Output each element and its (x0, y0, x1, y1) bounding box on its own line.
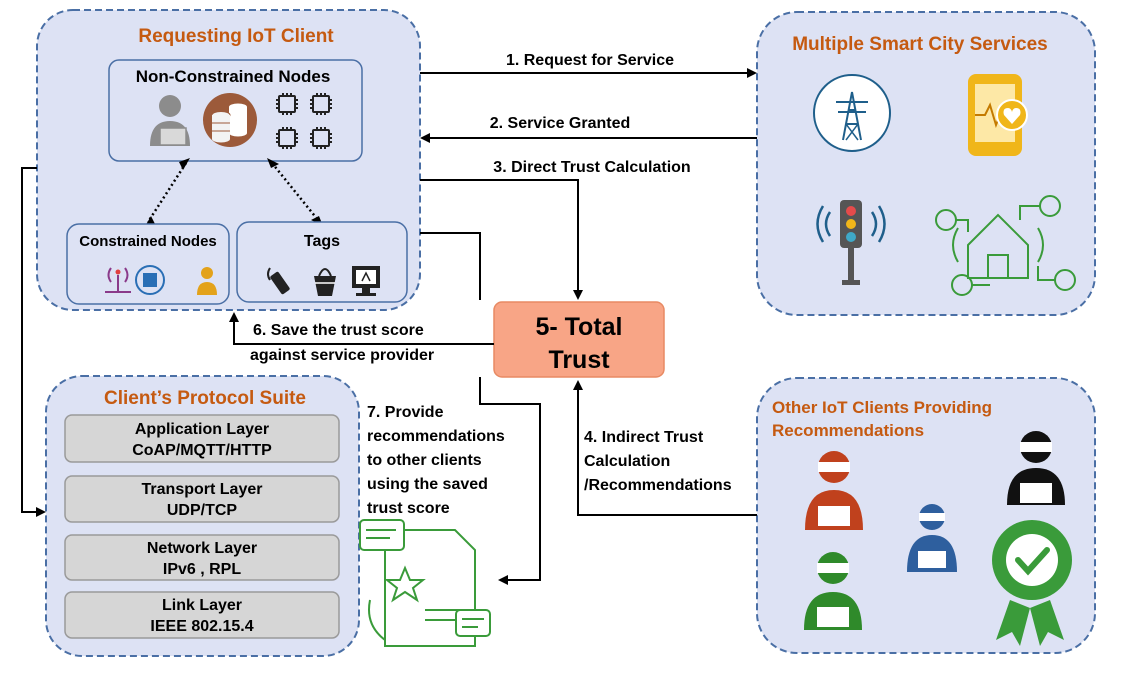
smart-home-icon (935, 195, 1076, 296)
flow-arrows (21, 68, 757, 585)
user-red-icon (805, 451, 863, 530)
svg-text:IPv6 , RPL: IPv6 , RPL (163, 561, 241, 578)
microchip-icon (135, 265, 165, 295)
shopping-basket-icon (314, 268, 336, 296)
layer-application: Application Layer CoAP/MQTT/HTTP (64, 414, 340, 463)
step-1-label: 1. Request for Service (506, 52, 674, 69)
user-green-icon (804, 552, 862, 630)
chip-icons (276, 93, 332, 149)
recommendation-document-icon (359, 519, 491, 647)
power-tower-icon (813, 74, 891, 152)
certified-badge-icon (992, 520, 1072, 646)
others-title-line2: Recommendations (772, 421, 924, 440)
arrow-direct-trust (420, 179, 583, 300)
requesting-client-panel: Requesting IoT Client Non-Constrained No… (36, 9, 421, 311)
step-6-label-line2: against service provider (250, 347, 434, 364)
layer-link: Link Layer IEEE 802.15.4 (64, 591, 340, 639)
step-2-label: 2. Service Granted (490, 115, 631, 132)
svg-text:Application Layer: Application Layer (135, 421, 269, 438)
tags-title: Tags (304, 233, 340, 250)
step-7-label-line5: trust score (367, 500, 450, 517)
step-4-label-line1: 4. Indirect Trust (584, 429, 704, 446)
protocol-title: Client’s Protocol Suite (104, 388, 306, 409)
step-4-label-line3: /Recommendations (584, 477, 732, 494)
user-blue-icon (907, 504, 957, 572)
antenna-icon (105, 267, 131, 293)
arrow-indirect-trust (573, 380, 757, 516)
smart-city-services-panel: Multiple Smart City Services (756, 11, 1096, 316)
traffic-light-icon (816, 200, 886, 285)
total-trust-line1: 5- Total (535, 313, 622, 341)
step-3-label: 3. Direct Trust Calculation (493, 159, 690, 176)
worker-icon (197, 267, 217, 295)
constrained-title: Constrained Nodes (79, 233, 217, 250)
step-7-label-line2: recommendations (367, 428, 505, 445)
svg-text:UDP/TCP: UDP/TCP (167, 502, 238, 519)
layer-transport: Transport Layer UDP/TCP (64, 475, 340, 523)
other-clients-panel: Other IoT Clients Providing Recommendati… (756, 377, 1096, 654)
svg-text:Link Layer: Link Layer (162, 597, 242, 614)
nfc-tag-icon (267, 267, 290, 295)
database-icon (203, 93, 257, 147)
arrow-provide-recommendations (479, 377, 541, 585)
step-labels: 1. Request for Service 2. Service Grante… (250, 52, 732, 517)
tags-box: Tags (236, 221, 408, 303)
others-title-line1: Other IoT Clients Providing (772, 398, 992, 417)
step-4-label-line2: Calculation (584, 453, 670, 470)
step-6-label-line1: 6. Save the trust score (253, 322, 424, 339)
dotted-connectors (146, 162, 319, 223)
total-trust-line2: Trust (548, 346, 610, 374)
monitor-icon (352, 266, 380, 296)
svg-text:Transport Layer: Transport Layer (142, 481, 263, 498)
health-phone-icon (968, 74, 1028, 156)
client-title: Requesting IoT Client (138, 26, 334, 47)
arrow-save-trust (229, 312, 494, 345)
total-trust-box: 5- Total Trust (493, 301, 665, 378)
services-title: Multiple Smart City Services (792, 34, 1048, 55)
arrow-client-protocol (21, 167, 46, 517)
svg-text:Network Layer: Network Layer (147, 540, 257, 557)
layer-network: Network Layer IPv6 , RPL (64, 534, 340, 581)
protocol-suite-panel: Client’s Protocol Suite Application Laye… (45, 375, 360, 657)
non-constrained-title: Non-Constrained Nodes (136, 67, 331, 86)
non-constrained-nodes-box: Non-Constrained Nodes (108, 59, 363, 162)
user-laptop-icon (150, 95, 190, 146)
arrow-tags-to-trust (420, 232, 481, 300)
step-7-label-line1: 7. Provide (367, 404, 444, 421)
svg-text:IEEE 802.15.4: IEEE 802.15.4 (150, 618, 253, 635)
constrained-nodes-box: Constrained Nodes (66, 223, 230, 305)
step-7-label-line3: to other clients (367, 452, 482, 469)
user-black-icon (1007, 431, 1065, 505)
step-7-label-line4: using the saved (367, 476, 488, 493)
svg-text:CoAP/MQTT/HTTP: CoAP/MQTT/HTTP (132, 442, 272, 459)
